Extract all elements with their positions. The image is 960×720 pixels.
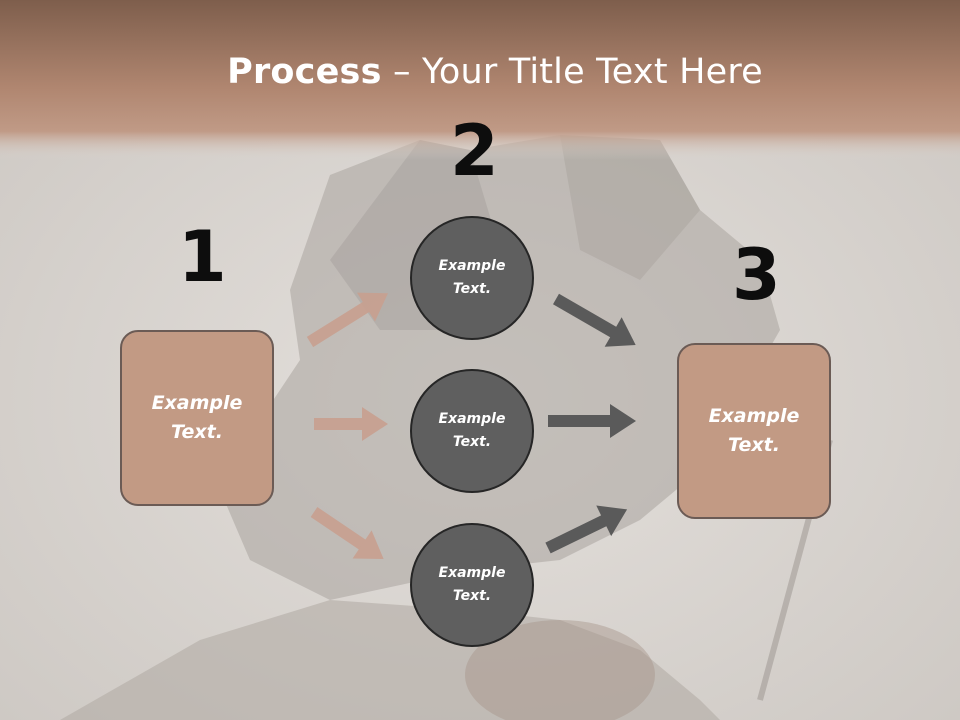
circle-middle-line-2: Text. (452, 434, 492, 450)
circle-top-line-2: Text. (452, 281, 492, 297)
step-number-1: 1 (178, 216, 227, 298)
process-circle-top: Example Text. (410, 216, 534, 340)
circle-middle-text: Example Text. (439, 408, 506, 454)
step-number-3: 3 (732, 234, 781, 316)
step-number-2: 2 (450, 110, 499, 192)
rock-shape (220, 135, 780, 600)
process-circle-bottom: Example Text. (410, 523, 534, 647)
arrow-left-up (306, 292, 389, 348)
circle-bottom-text: Example Text. (439, 562, 506, 608)
circle-bottom-line-2: Text. (452, 588, 492, 604)
title-rest: – Your Title Text Here (381, 52, 763, 92)
output-box-right: Example Text. (677, 343, 831, 519)
process-circle-middle: Example Text. (410, 369, 534, 493)
input-box-left: Example Text. (120, 330, 274, 506)
box-left-line-2: Text. (171, 421, 223, 443)
arrow-left-middle (314, 407, 388, 441)
circle-bottom-line-1: Example (438, 565, 506, 581)
arrow-right-up (545, 505, 628, 554)
circle-top-text: Example Text. (439, 255, 506, 301)
output-box-right-text: Example Text. (709, 402, 800, 460)
box-right-line-1: Example (708, 405, 800, 427)
title-bold: Process (227, 52, 382, 92)
arrow-left-down (310, 507, 384, 559)
input-box-left-text: Example Text. (152, 389, 243, 447)
box-left-line-1: Example (151, 392, 243, 414)
arrow-right-middle (548, 404, 636, 438)
circle-middle-line-1: Example (438, 411, 506, 427)
box-right-line-2: Text. (728, 434, 780, 456)
circle-top-line-1: Example (438, 258, 506, 274)
arrow-right-down (553, 293, 636, 347)
slide-title: Process – Your Title Text Here (0, 52, 960, 92)
person-shape (60, 600, 720, 720)
